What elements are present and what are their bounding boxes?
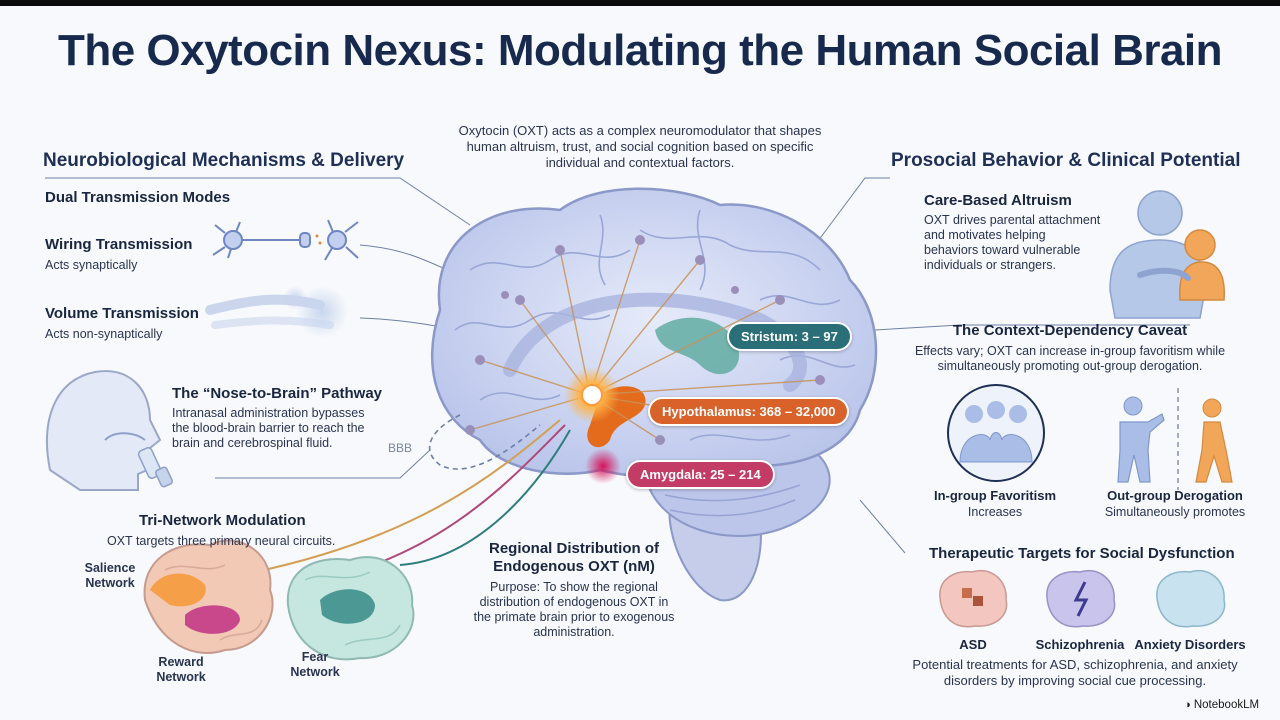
wiring-transmission-desc: Acts synaptically [45, 258, 138, 272]
outgroup-desc: Simultaneously promotes [1104, 505, 1246, 519]
volume-transmission-desc: Acts non-synaptically [45, 327, 163, 341]
context-caveat-desc-1: Effects vary; OXT can increase in-group … [914, 344, 1226, 358]
care-altruism-desc-3: behaviors toward vulnerable [924, 243, 1081, 257]
reward-network-label-1: Reward [158, 655, 204, 669]
head-profile-icon [46, 370, 174, 491]
dual-transmission-heading: Dual Transmission Modes [45, 189, 231, 206]
salience-network-label-2: Network [85, 576, 135, 590]
care-altruism-desc-4: individuals or strangers. [924, 258, 1057, 272]
wiring-transmission-title: Wiring Transmission [45, 236, 193, 253]
outgroup-figures-icon [1117, 388, 1233, 490]
asd-label: ASD [959, 637, 987, 652]
therapeutic-desc-1: Potential treatments for ASD, schizophre… [912, 657, 1238, 672]
regional-distribution-title-2: Endogenous OXT (nM) [493, 558, 655, 575]
regional-distribution-desc-4: administration. [533, 625, 615, 639]
context-caveat-desc-2: simultaneously promoting out-group derog… [937, 359, 1203, 373]
ingroup-people-icon [947, 384, 1045, 482]
regional-distribution-title-1: Regional Distribution of [489, 540, 659, 557]
page-title: The Oxytocin Nexus: Modulating the Human… [57, 26, 1223, 75]
care-altruism-desc-1: OXT drives parental attachment [924, 213, 1101, 227]
ingroup-title: In-group Favoritism [933, 488, 1057, 503]
therapeutic-desc-2: disorders by improving social cue proces… [943, 673, 1207, 688]
notebooklm-logo: ◑ NotebookLM [1184, 699, 1259, 711]
intro-text: Oxytocin (OXT) acts as a complex neuromo… [458, 123, 822, 170]
tri-network-desc: OXT targets three primary neural circuit… [107, 534, 336, 548]
bbb-label: BBB [388, 441, 413, 455]
salience-network-label-1: Salience [84, 561, 136, 575]
anxiety-label: Anxiety Disorders [1134, 637, 1246, 652]
fear-brain-icon [286, 556, 415, 661]
tri-network-title: Tri-Network Modulation [139, 512, 306, 529]
regional-distribution-desc-1: Purpose: To show the regional [490, 580, 658, 594]
nose-to-brain-title: The “Nose-to-Brain” Pathway [172, 385, 383, 402]
therapeutic-title: Therapeutic Targets for Social Dysfuncti… [929, 545, 1235, 562]
left-section-heading: Neurobiological Mechanisms & Delivery [43, 150, 405, 171]
context-caveat-title: The Context-Dependency Caveat [952, 322, 1188, 339]
nose-to-brain-desc-3: brain and cerebrospinal fluid. [172, 436, 333, 450]
care-altruism-desc-2: and motivates helping [924, 228, 1046, 242]
diffusion-cloud-icon [205, 286, 348, 338]
care-altruism-title: Care-Based Altruism [924, 192, 1072, 209]
caregiver-figures-icon [1109, 190, 1225, 319]
right-section-heading: Prosocial Behavior & Clinical Potential [891, 150, 1241, 171]
volume-transmission-title: Volume Transmission [45, 305, 199, 322]
notebooklm-logo-text: NotebookLM [1193, 699, 1260, 711]
amygdala-label: Amygdala: 25 – 214 [626, 460, 775, 489]
fear-network-label-2: Network [290, 665, 340, 679]
nose-to-brain-desc-2: the blood-brain barrier to reach the [172, 421, 365, 435]
hypothalamus-label: Hypothalamus: 368 – 32,000 [648, 397, 850, 426]
asd-brain-icon [939, 569, 1008, 628]
reward-network-label-2: Network [156, 670, 206, 684]
anxiety-brain-icon [1156, 569, 1226, 628]
notebooklm-icon: ◑ [1184, 699, 1191, 711]
outgroup-title: Out-group Derogation [1107, 488, 1243, 503]
schizophrenia-label: Schizophrenia [1035, 637, 1125, 652]
ingroup-desc: Increases [967, 505, 1023, 519]
striatum-label: Stristum: 3 – 97 [727, 322, 852, 351]
fear-network-label-1: Fear [301, 650, 329, 664]
neuron-icon [212, 219, 359, 261]
salience-reward-brain-icon [143, 539, 274, 654]
nose-to-brain-desc-1: Intranasal administration bypasses [172, 406, 365, 420]
schizophrenia-brain-icon [1046, 569, 1116, 628]
regional-distribution-desc-3: the primate brain prior to exogenous [473, 610, 675, 624]
regional-distribution-desc-2: distribution of endogenous OXT in [479, 595, 669, 609]
